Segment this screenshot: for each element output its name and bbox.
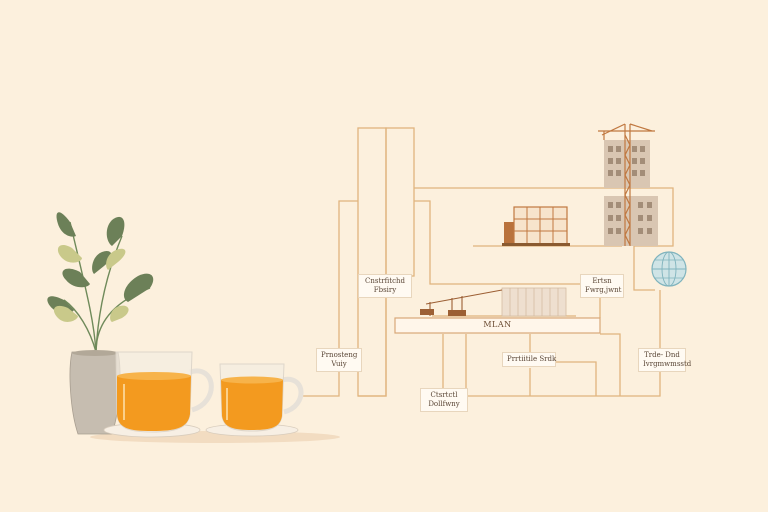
node-label-line: Cnstrfitchd	[364, 277, 405, 285]
node-label-left: Prnosteng Vuiy	[316, 348, 362, 372]
node-label-bottom: Ctsrtctl Dollfwny	[420, 388, 468, 412]
node-label-top-right: Ertsn Fwrg,jwnt	[580, 274, 624, 298]
potted-plant-icon	[47, 212, 154, 435]
node-label-line: Ctsrtctl	[430, 391, 458, 399]
node-label-line: Trde- Dnd	[644, 351, 680, 359]
node-label-line: Vuiy	[331, 360, 347, 368]
warehouse-icon	[420, 287, 567, 317]
node-label-center: Prrtiitile Srdk	[502, 352, 556, 367]
node-label-line: Fbsiry	[373, 286, 397, 294]
crane-icon	[598, 123, 655, 246]
node-label-line: Prnosteng	[321, 351, 358, 359]
shipping-container-icon	[502, 206, 570, 246]
main-bar-label: MLAN	[483, 320, 512, 329]
node-label-top-center: Cnstrfitchd Fbsiry	[358, 274, 412, 298]
node-label-line: Ivrgmwmsstd	[643, 360, 692, 368]
building-icon	[604, 140, 658, 246]
node-label-line: Ertsn	[592, 277, 612, 285]
node-label-line: Prrtiitile Srdk	[507, 355, 557, 363]
teacup-icon	[205, 363, 304, 437]
node-label-line: Dollfwny	[428, 400, 460, 408]
node-label-line: Fwrg,jwnt	[585, 286, 622, 294]
globe-icon	[651, 251, 687, 287]
main-bar	[394, 317, 601, 334]
teacup-icon	[103, 351, 214, 438]
node-label-right: Trde- Dnd Ivrgmwmsstd	[638, 348, 692, 372]
